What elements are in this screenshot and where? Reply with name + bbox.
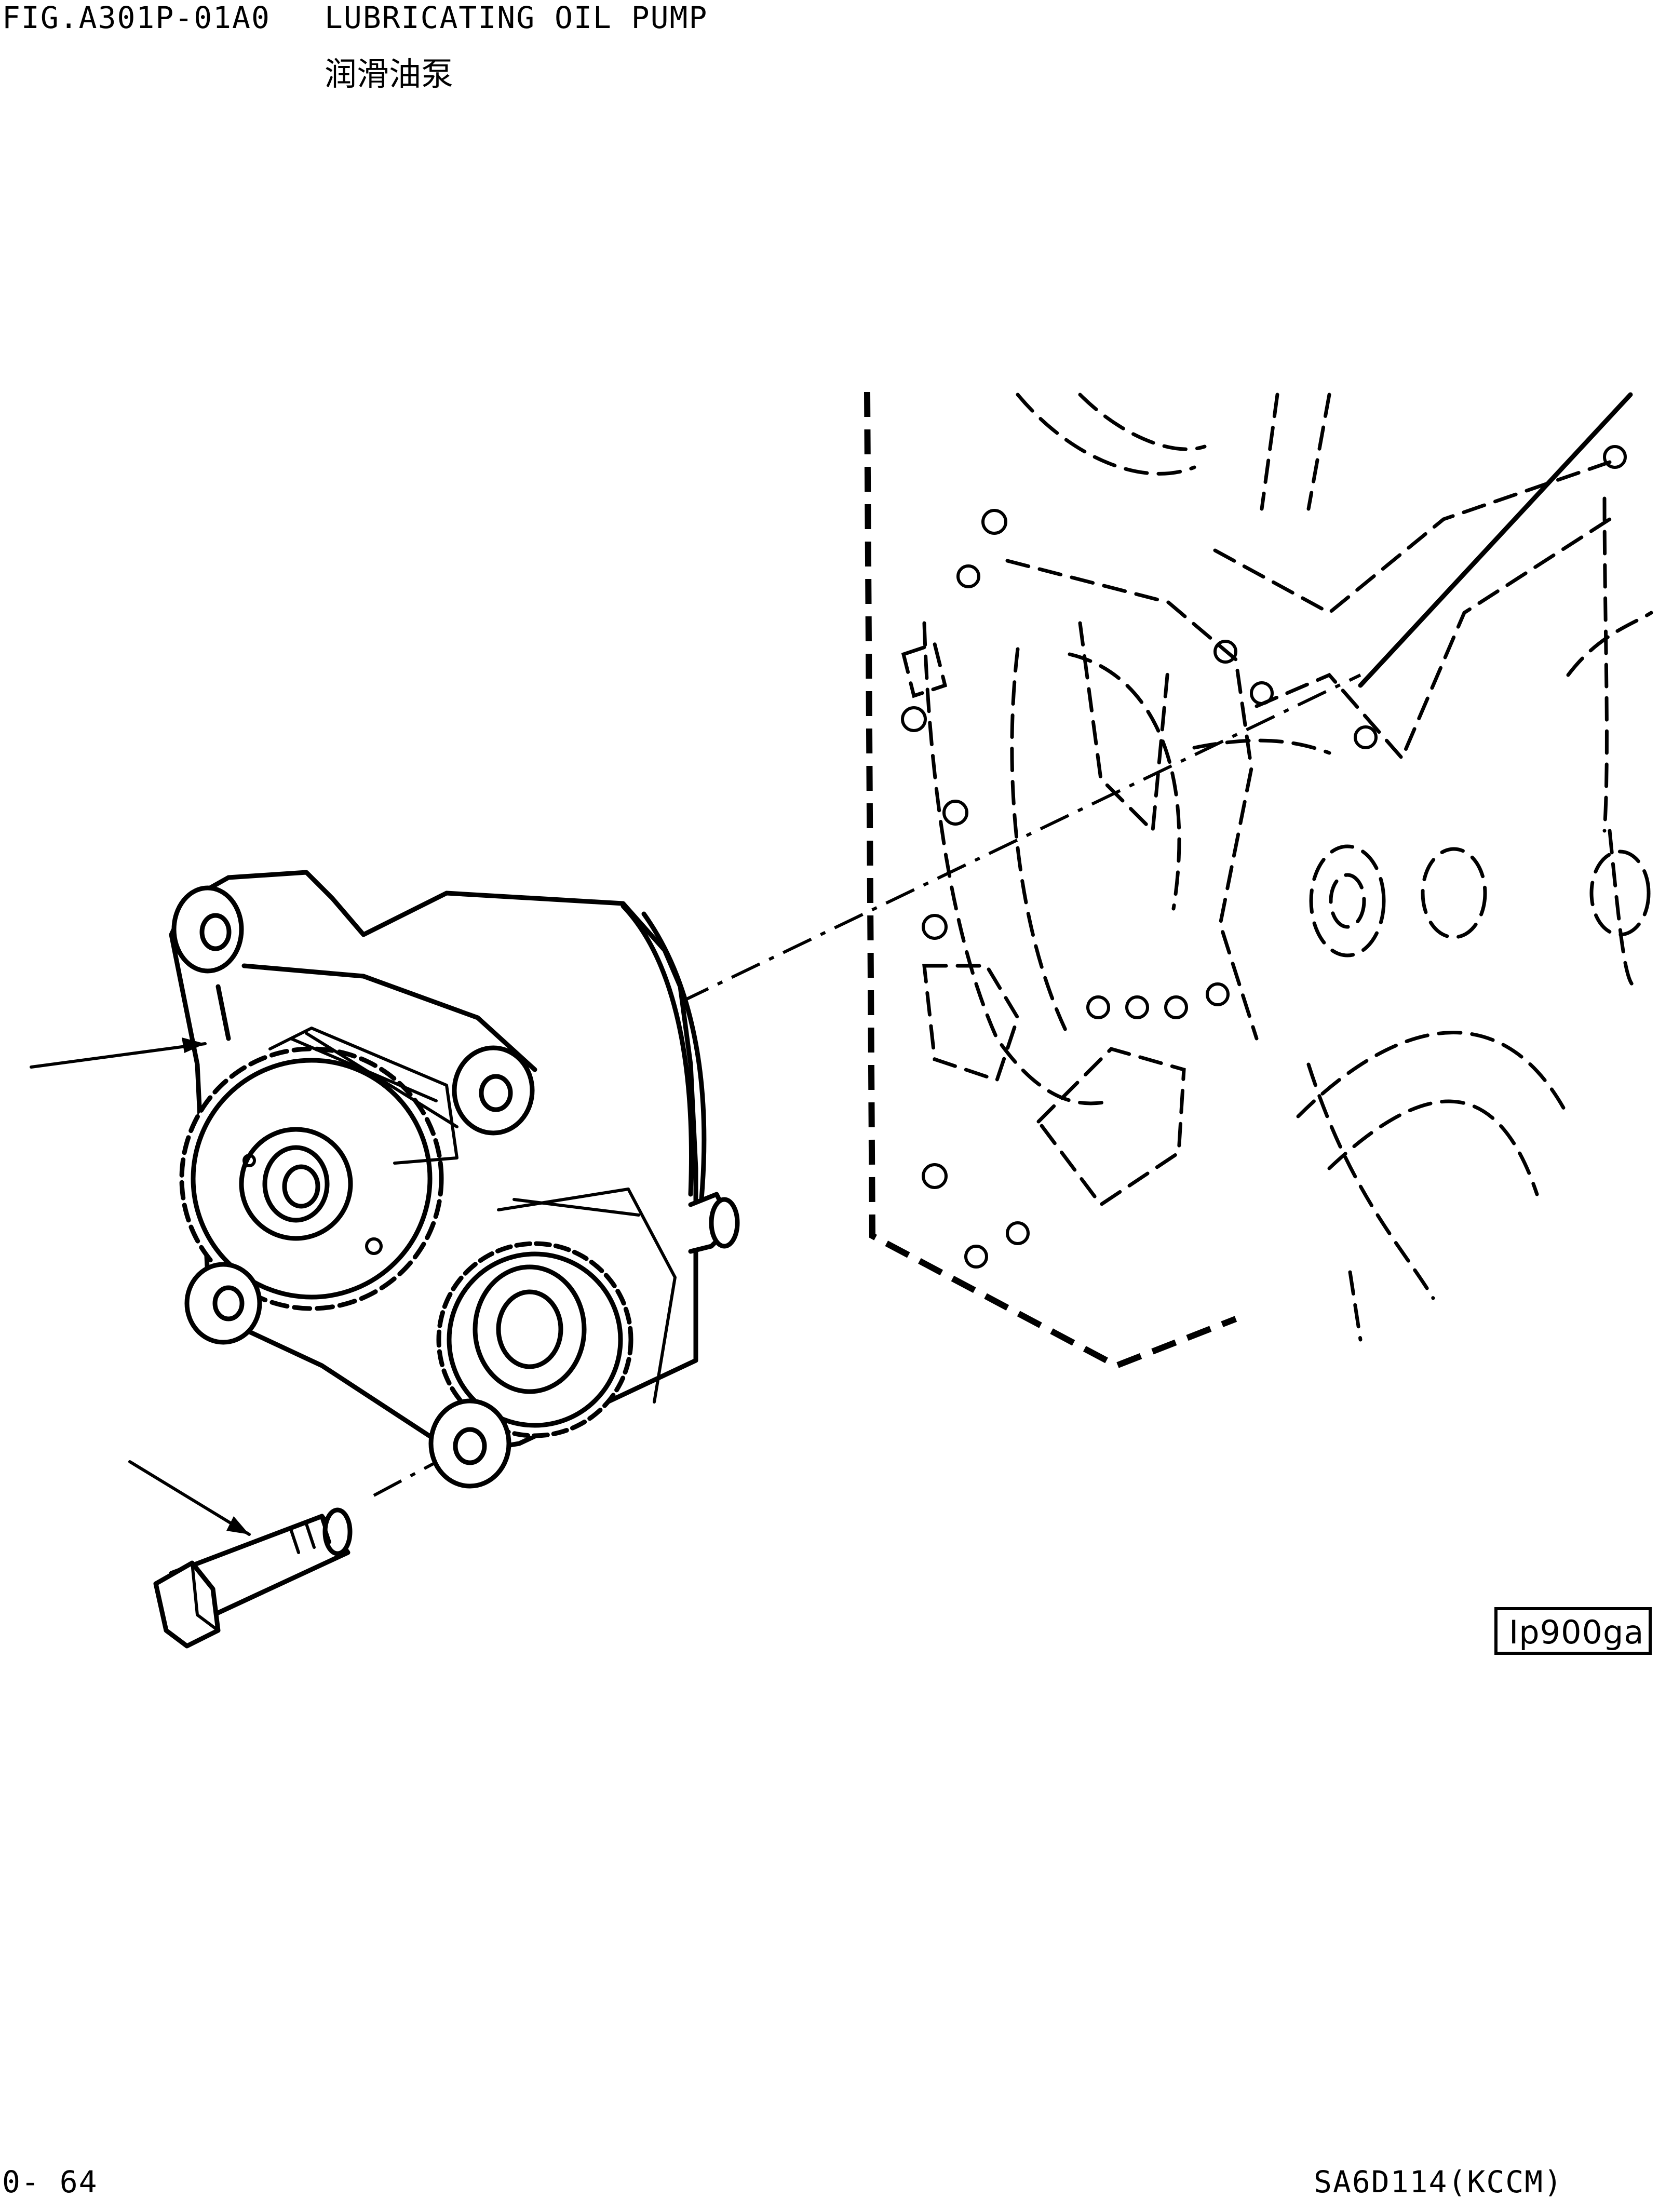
engine-front-housing	[864, 392, 1653, 1369]
title-english: LUBRICATING OIL PUMP	[325, 0, 708, 35]
figure-id: FIG.A301P-01A0	[2, 0, 271, 35]
drawing-code-stamp: Ip900ga	[1494, 1607, 1652, 1655]
alignment-line-pump	[679, 673, 1361, 1004]
page-number: 0- 64	[2, 2164, 98, 2200]
oil-pump-assembly	[169, 870, 740, 1489]
engine-model: SA6D114(KCCM)	[1314, 2164, 1563, 2200]
mounting-bolt	[153, 1507, 353, 1649]
leader-arrows	[30, 1037, 251, 1536]
title-chinese: 润滑油泵	[325, 55, 454, 93]
drawing-code: Ip900ga	[1509, 1613, 1644, 1651]
stud-line	[1358, 392, 1633, 688]
